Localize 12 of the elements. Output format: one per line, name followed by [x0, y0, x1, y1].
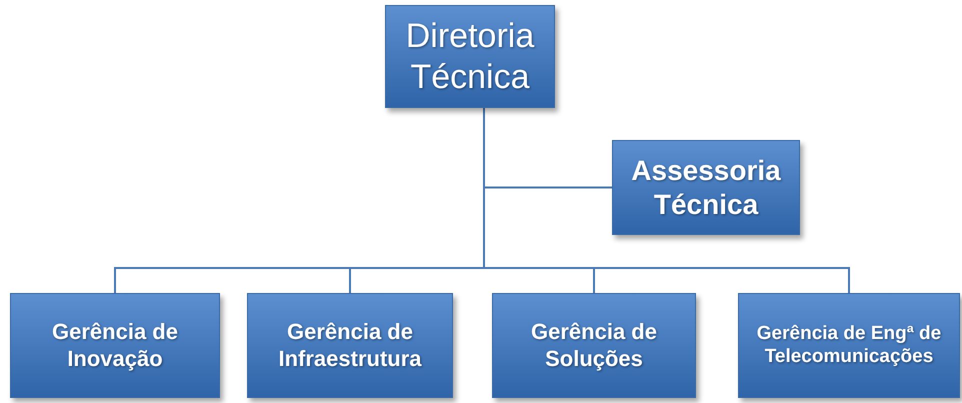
org-unit-box — [385, 5, 555, 108]
org-unit-box — [492, 293, 696, 398]
org-unit-box — [247, 293, 453, 398]
unit-name: Gerência de Infraestrutura — [277, 319, 423, 372]
org-unit-box — [738, 293, 960, 398]
org-unit-box — [612, 140, 800, 235]
unit-name: Assessoria Técnica — [630, 154, 782, 222]
unit-name: Gerência de Engª de Telecomunicações — [756, 322, 942, 368]
unit-name: Diretoria Técnica — [404, 16, 536, 98]
org-unit-box — [10, 293, 220, 398]
unit-name: Gerência de Inovação — [51, 319, 179, 372]
unit-name: Gerência de Soluções — [530, 319, 658, 372]
